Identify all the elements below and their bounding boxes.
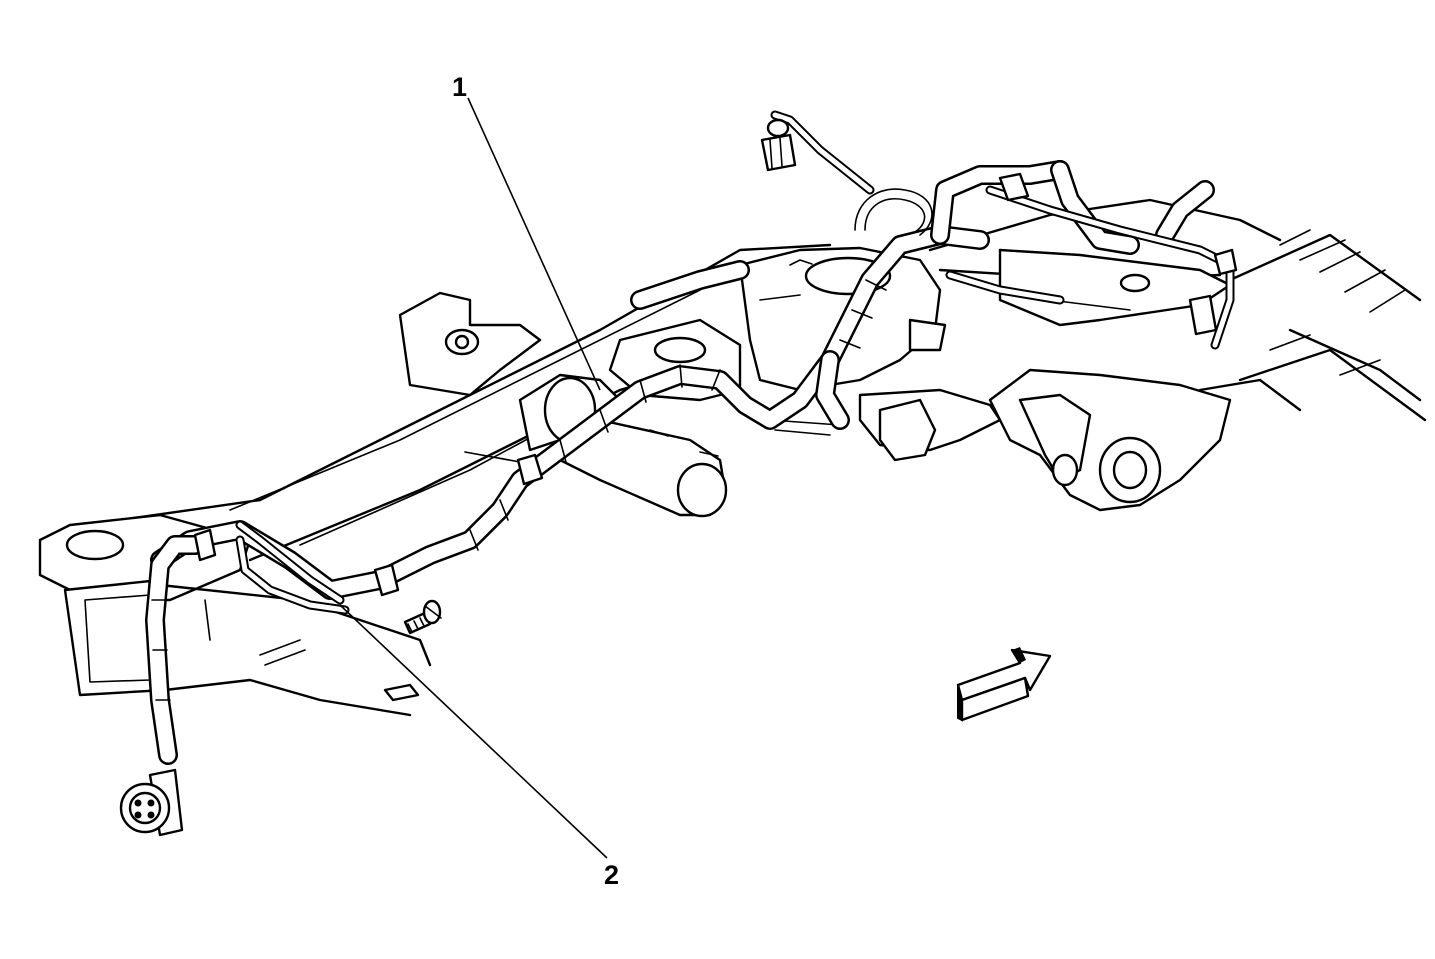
harness-clip xyxy=(998,172,1030,202)
harness-clip xyxy=(1213,248,1238,276)
trailer-connector xyxy=(119,768,184,837)
harness-clip xyxy=(373,563,400,597)
callout-leaders xyxy=(339,97,608,859)
bolt xyxy=(403,599,442,635)
harness-tape-wraps xyxy=(469,279,887,551)
upper-connector xyxy=(760,118,797,172)
harness-clip xyxy=(193,528,217,562)
wiring-harness xyxy=(145,110,1238,765)
leader-line-1 xyxy=(467,97,601,391)
vehicle-frame xyxy=(38,198,1427,717)
forward-arrow-icon xyxy=(956,647,1052,722)
callout-1: 1 xyxy=(452,72,467,102)
callout-2: 2 xyxy=(604,860,619,890)
leader-line-2 xyxy=(339,604,608,859)
harness-clip xyxy=(516,453,544,486)
harness-connector xyxy=(1188,294,1218,336)
